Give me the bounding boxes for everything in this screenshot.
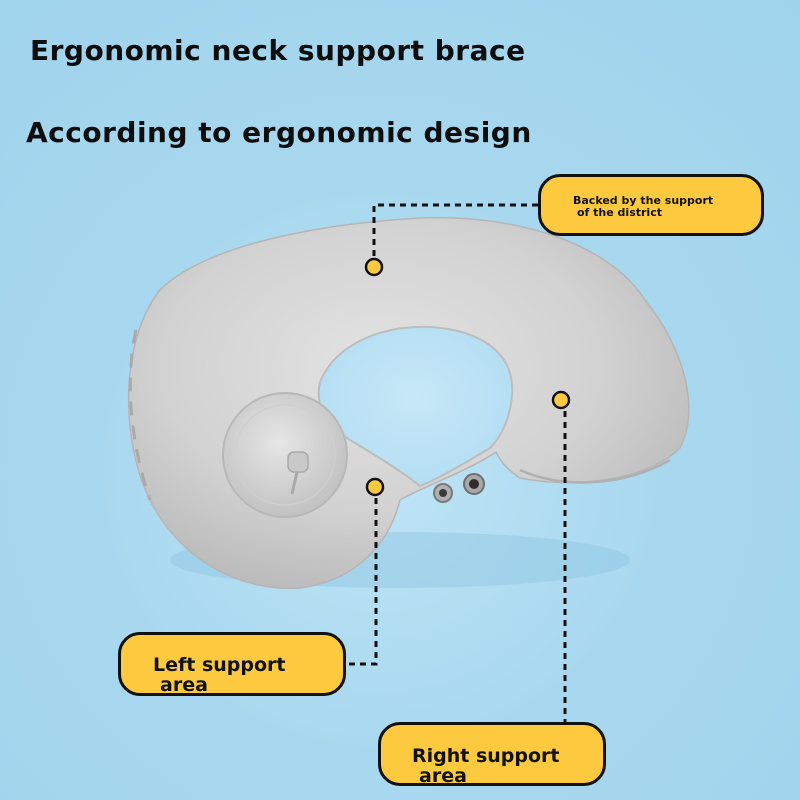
valve-stem	[290, 471, 299, 495]
page-subtitle: According to ergonomic design	[26, 116, 532, 149]
callout-back-line1: Backed by the support	[573, 194, 714, 207]
marker-dot-back	[364, 257, 384, 277]
callout-back-support: Backed by the support of the district	[538, 174, 764, 236]
right-seam	[519, 458, 671, 484]
leader-line-left	[346, 487, 378, 666]
callout-right-support: Right support area	[378, 722, 606, 786]
callout-left-line1: Left support	[153, 654, 286, 676]
snap-button-center	[439, 489, 447, 497]
pillow-opening	[317, 325, 514, 488]
callout-left-support: Left support area	[118, 632, 346, 696]
inflation-cap	[222, 392, 348, 518]
valve-tab	[287, 451, 309, 473]
marker-dot-right	[551, 390, 571, 410]
callout-right-line1: Right support	[412, 745, 560, 767]
left-seam	[128, 329, 152, 501]
marker-dot-left	[365, 477, 385, 497]
inflation-cap-ring	[234, 404, 336, 506]
callout-right-line2: area	[419, 765, 467, 787]
page-title: Ergonomic neck support brace	[30, 34, 526, 67]
callout-left-line2: area	[160, 674, 208, 696]
snap-button-center	[469, 479, 479, 489]
callout-back-line2: of the district	[577, 206, 662, 219]
